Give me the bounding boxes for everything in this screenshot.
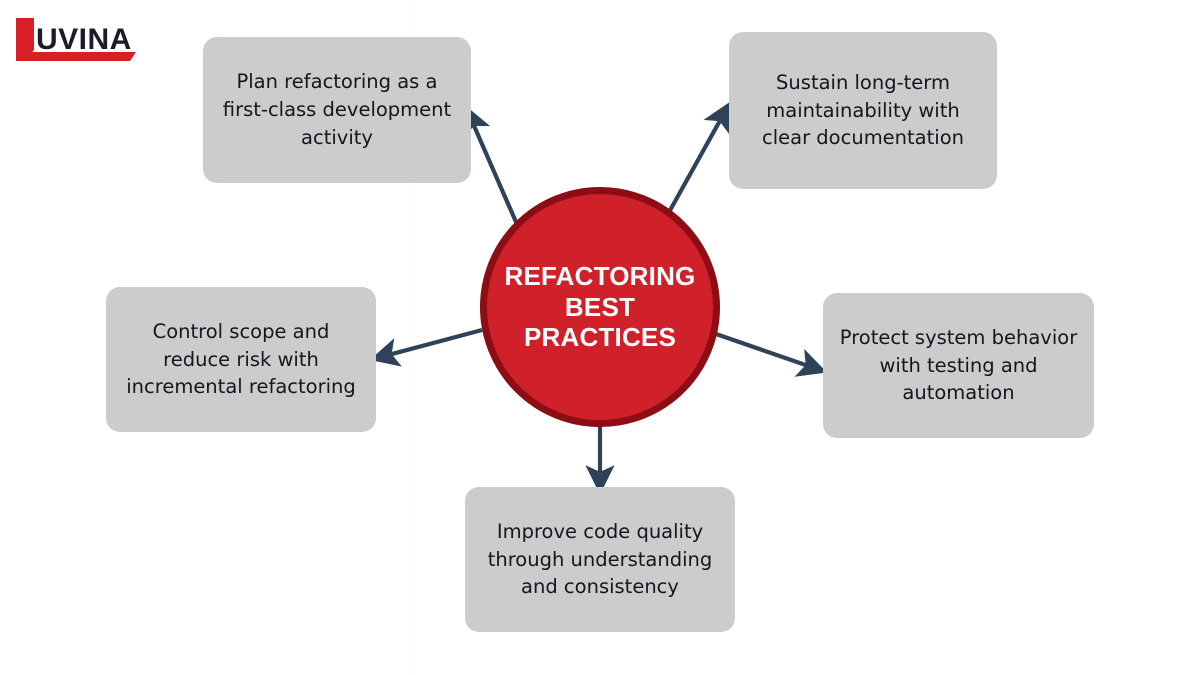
logo-wordmark: UVINA [36, 23, 132, 56]
node-sustain-label: Sustain long-term maintainability with c… [762, 70, 964, 150]
node-protect-label: Protect system behavior with testing and… [839, 325, 1078, 405]
logo-underline-bar [16, 52, 136, 61]
arrow-to-control [369, 327, 483, 367]
center-hub[interactable]: REFACTORING BEST PRACTICES [480, 187, 720, 427]
node-control-label: Control scope and reduce risk with incre… [126, 319, 356, 399]
node-control[interactable]: Control scope and reduce risk with incre… [106, 287, 376, 432]
logo-l-mark [16, 18, 34, 57]
node-sustain[interactable]: Sustain long-term maintainability with c… [729, 32, 997, 189]
arrow-to-sustain [666, 101, 731, 216]
node-improve[interactable]: Improve code quality through understandi… [465, 487, 735, 632]
node-protect[interactable]: Protect system behavior with testing and… [823, 293, 1094, 438]
center-hub-title: REFACTORING BEST PRACTICES [504, 260, 696, 353]
node-plan[interactable]: Plan refactoring as a first-class develo… [203, 37, 471, 183]
luvina-logo[interactable]: UVINA [12, 14, 142, 64]
node-improve-label: Improve code quality through understandi… [487, 519, 713, 599]
arrow-to-plan [463, 105, 518, 223]
arrow-to-protect [715, 332, 828, 377]
node-plan-label: Plan refactoring as a first-class develo… [222, 70, 452, 149]
